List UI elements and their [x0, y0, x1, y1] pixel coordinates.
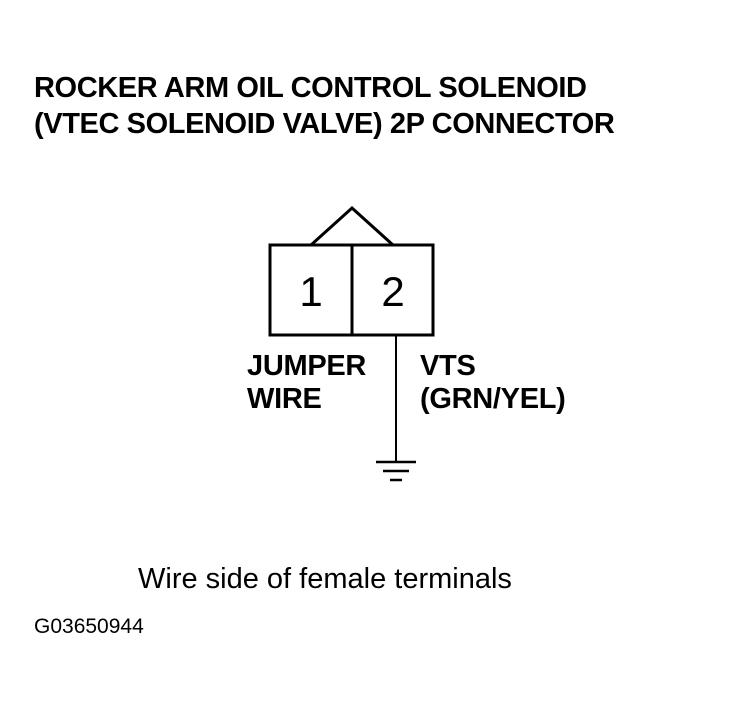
title-line-1: ROCKER ARM OIL CONTROL SOLENOID — [34, 72, 587, 104]
figure-code: G03650944 — [34, 615, 144, 638]
jumper-label-line-2: WIRE — [247, 383, 322, 415]
vts-label-line-1: VTS — [420, 350, 476, 382]
jumper-wire-link — [309, 205, 395, 247]
jumper-wire-label: JUMPER WIRE — [247, 350, 366, 416]
ground-icon — [376, 460, 416, 482]
view-caption: Wire side of female terminals — [138, 563, 512, 595]
title-line-2: (VTEC SOLENOID VALVE) 2P CONNECTOR — [34, 108, 615, 140]
terminal-2-number: 2 — [381, 268, 404, 315]
vts-label-line-2: (GRN/YEL) — [420, 383, 566, 415]
terminal-1-number: 1 — [299, 268, 322, 315]
diagram-title: ROCKER ARM OIL CONTROL SOLENOID (VTEC SO… — [34, 70, 615, 142]
jumper-label-line-1: JUMPER — [247, 350, 367, 382]
vts-wire-label: VTS (GRN/YEL) — [420, 350, 566, 416]
